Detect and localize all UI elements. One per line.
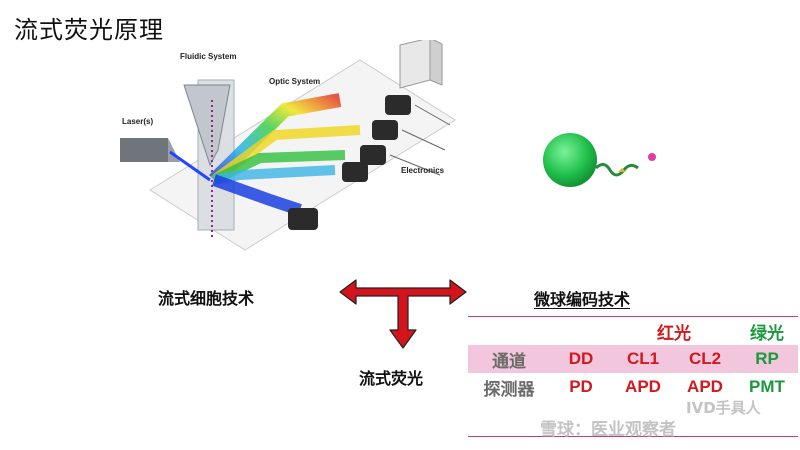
green-light-header: 绿光 — [736, 316, 798, 345]
channel-row-header: 通道 — [492, 351, 526, 372]
table-cell: PD — [569, 377, 593, 396]
microsphere-coding-caption: 微球编码技术 — [534, 290, 631, 309]
table-cell: DD — [568, 349, 594, 368]
fluidic-system-label: Fluidic System — [180, 52, 237, 61]
table-row: 红光 绿光 — [468, 316, 798, 345]
laser-label: Laser(s) — [122, 117, 154, 126]
red-light-header: 红光 — [612, 316, 736, 345]
table-row: 探测器 PD APD APD PMT — [468, 373, 798, 401]
watermark: 雪球：医业观察者 — [540, 420, 676, 440]
detector-row-header: 探测器 — [483, 379, 535, 400]
table-cell: PMT — [749, 377, 785, 396]
flow-fluorescence-caption: 流式荧光 — [359, 369, 424, 388]
table-bottom-rule — [468, 436, 798, 437]
t-arrow — [339, 279, 467, 349]
flow-cytometry-caption: 流式细胞技术 — [158, 289, 255, 308]
table-cell: APD — [625, 377, 661, 396]
microsphere-image — [543, 133, 656, 187]
table-row: 通道 DD CL1 CL2 RP — [468, 345, 798, 373]
watermark-secondary: IVD手具人 — [686, 399, 761, 417]
flow-cytometer-diagram — [120, 40, 456, 251]
table-cell: APD — [687, 377, 723, 396]
channel-detector-table: 红光 绿光 通道 DD CL1 CL2 RP 探测器 PD APD APD PM… — [468, 316, 798, 401]
page-title: 流式荧光原理 — [14, 16, 164, 44]
table-cell: CL1 — [626, 349, 660, 368]
table-cell: CL2 — [688, 349, 722, 368]
electronics-label: Electronics — [401, 166, 445, 175]
table-cell: RP — [755, 349, 779, 368]
optic-system-label: Optic System — [269, 77, 321, 86]
